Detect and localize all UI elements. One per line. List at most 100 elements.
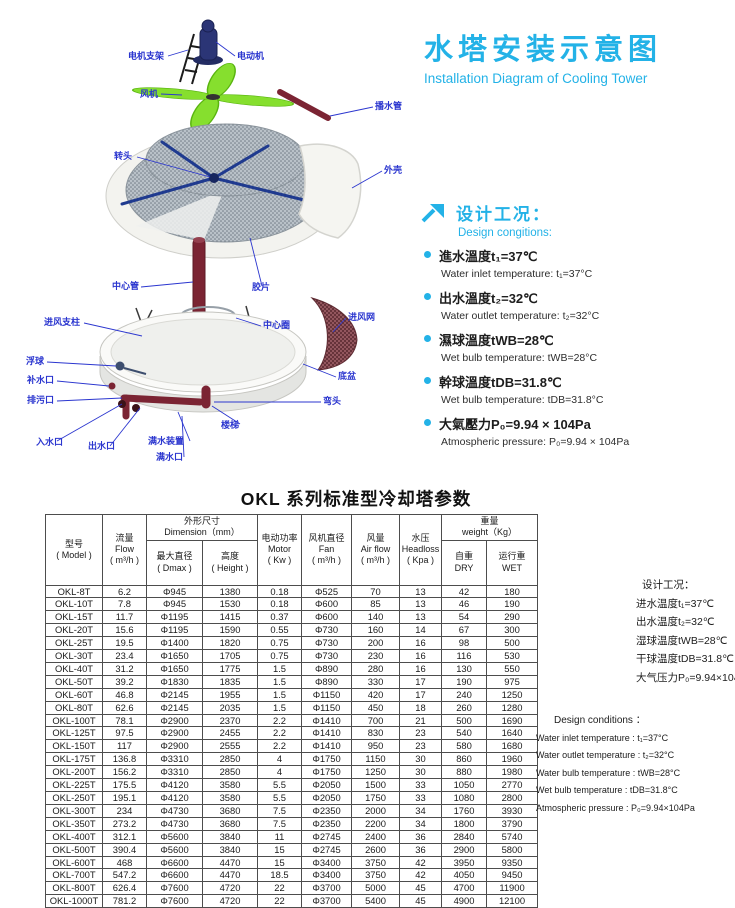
table-cell: 5.5 xyxy=(257,778,303,792)
table-cell: 2900 xyxy=(441,842,488,857)
table-cell: 3580 xyxy=(201,791,259,805)
design-conditions-heading: 设计工况： Design congitions: xyxy=(420,200,552,239)
table-cell: 42 xyxy=(441,584,488,599)
basin-label: 底盆 xyxy=(338,371,357,381)
table-cell: OKL-15T xyxy=(45,610,103,625)
table-cell: 1980 xyxy=(486,765,539,780)
motor-label: 电动机 xyxy=(237,51,265,61)
table-cell: 16 xyxy=(399,636,443,651)
table-cell: Φ1150 xyxy=(301,687,353,702)
table-cell: OKL-600T xyxy=(45,855,103,870)
col-header-dmax: 最大直径 ( Dmax ) xyxy=(146,539,203,586)
table-cell: 15.6 xyxy=(102,623,147,638)
table-cell: Φ1410 xyxy=(301,713,353,728)
table-cell: 0.75 xyxy=(257,649,303,663)
table-cell: 1500 xyxy=(351,778,401,792)
table-cell: OKL-100T xyxy=(45,713,103,728)
table-cell: 3930 xyxy=(486,803,539,818)
inlet-port-label: 入水口 xyxy=(36,437,64,447)
table-cell: 2000 xyxy=(351,803,401,818)
table-header: 型号 ( Model ) 流量 Flow ( m³/h ) 外形尺寸 Dimen… xyxy=(45,514,539,586)
table-cell: 300 xyxy=(486,623,539,638)
table-cell: 0.18 xyxy=(257,597,303,612)
table-cell: Φ945 xyxy=(146,584,203,599)
makeup-port-label: 补水口 xyxy=(27,375,55,385)
table-cell: Φ890 xyxy=(301,674,353,689)
table-cell: 240 xyxy=(441,687,488,702)
table-cell: Φ4730 xyxy=(146,803,203,818)
table-cell: 15 xyxy=(257,855,303,870)
table-cell: 4470 xyxy=(201,868,259,883)
table-cell: Φ3700 xyxy=(301,881,353,896)
note-line: 大气压力P₀=9.94×104Pa xyxy=(636,671,735,684)
table-cell: Φ1750 xyxy=(301,752,353,767)
col-header-height: 高度 ( Height ) xyxy=(201,539,259,586)
table-cell: 2200 xyxy=(351,816,401,831)
table-cell: 18 xyxy=(399,700,443,715)
note-line: Design conditions ： xyxy=(554,715,646,726)
table-cell: OKL-175T xyxy=(45,752,103,767)
table-cell: OKL-500T xyxy=(45,842,103,857)
table-cell: 140 xyxy=(351,610,401,625)
table-cell: Φ3400 xyxy=(301,868,353,883)
note-line: 干球温度tDB=31.8℃ xyxy=(636,653,734,665)
table-cell: 5.5 xyxy=(257,791,303,805)
table-cell: 530 xyxy=(486,649,539,663)
table-cell: 195.1 xyxy=(102,791,147,805)
table-cell: Φ2900 xyxy=(146,739,203,754)
fan-label: 风机 xyxy=(140,89,159,99)
table-cell: 4 xyxy=(257,765,303,780)
table-cell: 1760 xyxy=(441,803,488,818)
table-cell: 9350 xyxy=(486,855,539,870)
table-cell: 7.5 xyxy=(257,803,303,818)
overflow-port-label: 满水口 xyxy=(156,452,184,462)
table-cell: Φ4730 xyxy=(146,816,203,831)
table-cell: 468 xyxy=(102,855,147,870)
table-cell: 46.8 xyxy=(102,687,147,702)
table-cell: 4470 xyxy=(201,855,259,870)
table-cell: 1955 xyxy=(201,687,259,702)
table-cell: 14 xyxy=(399,623,443,638)
center-pipe-label: 中心管 xyxy=(112,281,140,291)
col-header-airflow: 风量 Air flow ( m³/h ) xyxy=(351,514,401,586)
table-cell: 97.5 xyxy=(102,726,147,741)
table-cell: 1415 xyxy=(201,610,259,625)
table-cell: 23 xyxy=(399,726,443,741)
table-cell: Φ5600 xyxy=(146,842,203,857)
table-cell: Φ2145 xyxy=(146,687,203,702)
table-cell: 13 xyxy=(399,610,443,625)
table-cell: 46 xyxy=(441,597,488,612)
table-cell: OKL-50T xyxy=(45,674,103,689)
table-cell: OKL-8T xyxy=(45,584,103,599)
table-cell: Φ2050 xyxy=(301,778,353,792)
table-cell: 22 xyxy=(257,881,303,896)
table-cell: 2840 xyxy=(441,829,488,844)
page-title-block: 水塔安装示意图 Installation Diagram of Cooling … xyxy=(424,26,729,86)
table-cell: Φ3310 xyxy=(146,765,203,780)
table-cell: Φ6600 xyxy=(146,868,203,883)
table-cell: 22 xyxy=(257,894,303,908)
table-cell: 45 xyxy=(399,894,443,908)
table-cell: 70 xyxy=(351,584,401,599)
table-cell: Φ7600 xyxy=(146,894,203,908)
table-cell: OKL-60T xyxy=(45,687,103,702)
note-line: 湿球温度tWB=28℃ xyxy=(636,634,728,647)
table-cell: 975 xyxy=(486,674,539,689)
table-cell: Φ600 xyxy=(301,597,353,612)
table-cell: 23 xyxy=(399,739,443,754)
table-notes-zh: 设计工况： 进水温度t₁=37℃ 出水温度t₂=32℃ 湿球温度tWB=28℃ … xyxy=(636,576,735,687)
float-ball-label: 浮球 xyxy=(26,356,45,366)
table-cell: 39.2 xyxy=(102,674,147,689)
table-cell: 36 xyxy=(399,829,443,844)
table-cell: Φ890 xyxy=(301,661,353,676)
fan-shape xyxy=(131,62,295,132)
